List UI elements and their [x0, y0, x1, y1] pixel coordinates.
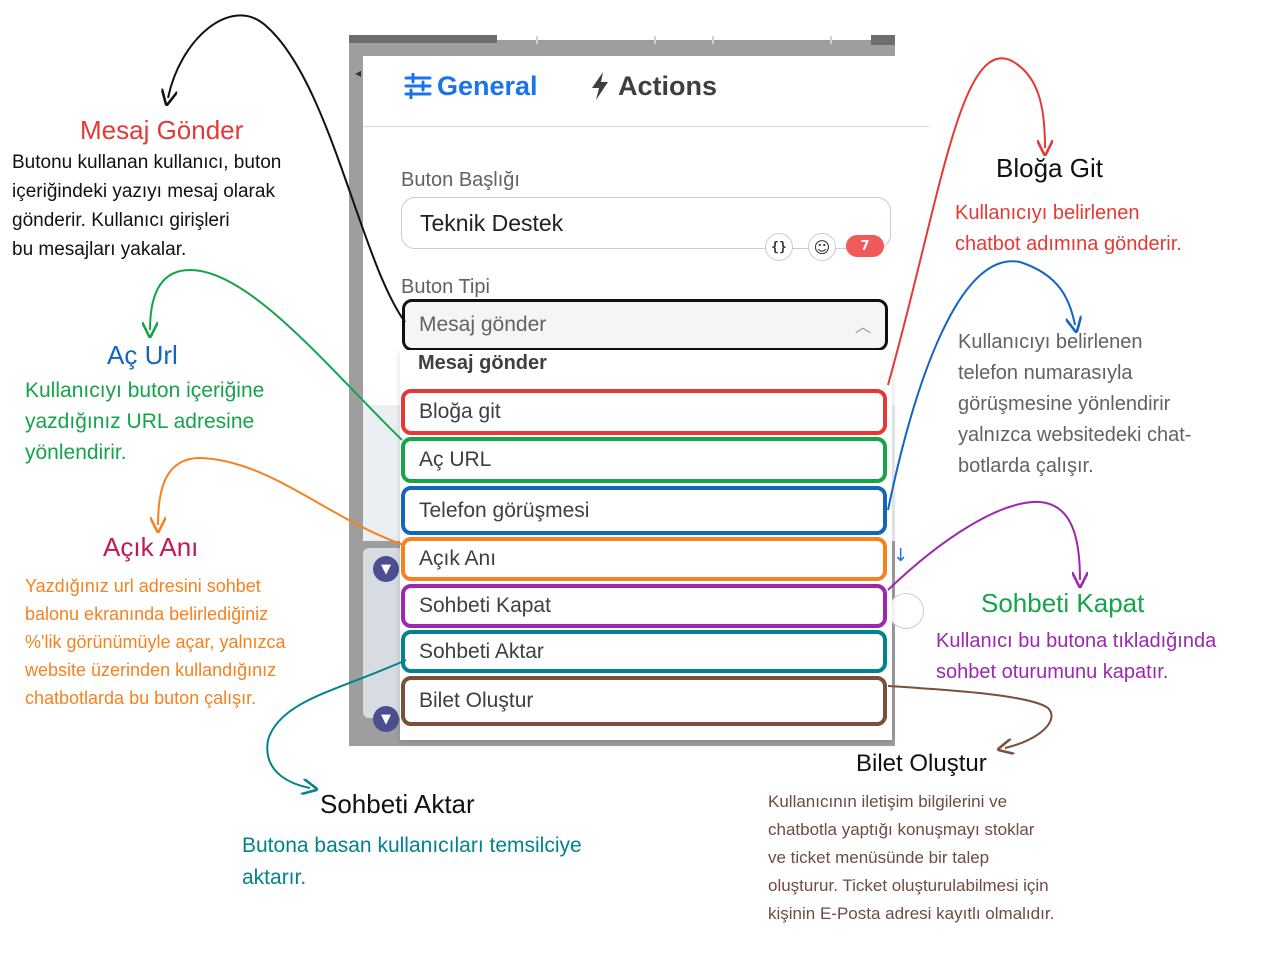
variables-icon[interactable]: {} — [765, 233, 793, 261]
annotation-line: chatbotla yaptığı konuşmayı stoklar — [768, 820, 1035, 839]
option-label: Açık Anı — [419, 547, 497, 570]
annotation-line: Kullanıcının iletişim bilgilerini ve — [768, 792, 1008, 811]
annotation-sohbeti-aktar-title: Sohbeti Aktar — [320, 789, 475, 819]
option-label: Bilet Oluştur — [419, 689, 534, 712]
option-label: Telefon görüşmesi — [419, 498, 590, 522]
char-count-badge: 7 — [846, 235, 884, 257]
option-bloga-git[interactable]: Bloğa git — [401, 389, 887, 435]
annotation-line: oluşturur. Ticket oluşturulabilmesi için — [768, 876, 1049, 895]
annotation-line: balonu ekranında belirlediğiniz — [25, 604, 269, 624]
canvas-divider — [654, 36, 656, 44]
emoji-icon[interactable]: ☺ — [808, 233, 836, 261]
annotation-acik-ani-title: Açık Anı — [103, 532, 199, 562]
annotation-line: ve ticket menüsünde bir talep — [768, 848, 990, 867]
annotation-line: chatbot adımına gönderir. — [955, 233, 1182, 255]
annotation-bloga-git-title: Bloğa Git — [996, 153, 1103, 183]
tab-divider — [363, 126, 929, 127]
arrow-telefon — [887, 260, 1075, 511]
annotation-line: website üzerinden kullandığınız — [25, 660, 277, 680]
tab-general[interactable]: General — [403, 66, 538, 106]
dropdown-option-selected[interactable]: Mesaj gönder — [418, 352, 547, 374]
annotation-line: Kullanıcı bu butona tıkladığında — [936, 630, 1217, 652]
annotation-sohbeti-aktar-body: Butona basan kullanıcıları temsilciye ak… — [242, 830, 582, 894]
annotation-line: Yazdığınız url adresini sohbet — [25, 576, 261, 596]
button-title-label: Buton Başlığı — [401, 169, 520, 191]
annotation-mesaj-gonder-title: Mesaj Gönder — [80, 115, 244, 145]
option-telefon-gorusmesi[interactable]: Telefon görüşmesi — [401, 486, 887, 535]
annotation-line: telefon numarasıyla — [958, 362, 1133, 384]
annotation-line: yazdığınız URL adresine — [25, 410, 255, 433]
canvas-toolbar-edge — [349, 35, 497, 43]
canvas-divider — [712, 36, 714, 44]
arrow-sohbeti-kapat — [887, 500, 1080, 591]
button-type-label: Buton Tipi — [401, 276, 490, 298]
option-sohbeti-kapat[interactable]: Sohbeti Kapat — [401, 584, 887, 628]
option-label: Sohbeti Kapat — [419, 594, 551, 617]
button-title-value: Teknik Destek — [420, 209, 564, 236]
arrow-sohbeti-aktar — [266, 659, 407, 788]
annotation-acik-ani-body: Yazdığınız url adresini sohbet balonu ek… — [25, 572, 286, 712]
tab-actions[interactable]: Actions — [590, 66, 717, 106]
annotation-line: bu mesajları yakalar. — [12, 239, 187, 260]
arrow-bloga-git — [887, 57, 1045, 386]
annotation-ac-url-title: Aç Url — [107, 340, 178, 370]
annotation-line: görüşmesine yönlendirir — [958, 393, 1171, 415]
annotation-sohbeti-kapat-body: Kullanıcı bu butona tıkladığında sohbet … — [936, 626, 1216, 688]
annotation-mesaj-gonder-body: Butonu kullanan kullanıcı, buton içeriği… — [12, 148, 281, 264]
option-sohbeti-aktar[interactable]: Sohbeti Aktar — [401, 630, 887, 673]
annotation-line: %'lik görünümüyle açar, yalnızca — [25, 632, 286, 652]
annotation-line: Kullanıcıyı belirlenen — [955, 202, 1140, 224]
collapse-icon[interactable]: ◂ — [355, 66, 362, 80]
option-label: Sohbeti Aktar — [419, 639, 544, 663]
option-bilet-olustur[interactable]: Bilet Oluştur — [401, 676, 887, 726]
annotation-line: kişinin E-Posta adresi kayıtlı olmalıdır… — [768, 904, 1055, 923]
option-label: Bloğa git — [419, 400, 501, 423]
annotation-line: içeriğindeki yazıyı mesaj olarak — [12, 181, 275, 202]
annotation-telefon-body: Kullanıcıyı belirlenen telefon numarasıy… — [958, 327, 1191, 482]
annotation-line: aktarır. — [242, 866, 307, 889]
annotation-bilet-olustur-body: Kullanıcının iletişim bilgilerini ve cha… — [768, 788, 1054, 928]
arrow-ac-url — [150, 268, 403, 441]
annotation-bilet-olustur-title: Bilet Oluştur — [856, 750, 987, 777]
option-label: Aç URL — [419, 448, 492, 471]
annotation-line: chatbotlarda bu buton çalışır. — [25, 688, 257, 708]
option-ac-url[interactable]: Aç URL — [401, 437, 887, 483]
lightning-icon — [592, 72, 608, 100]
arrow-acik-ani — [158, 456, 405, 546]
annotation-ac-url-body: Kullanıcıyı buton içeriğine yazdığınız U… — [25, 375, 264, 468]
download-icon[interactable]: ↓ — [893, 545, 909, 566]
copy-icon-button[interactable] — [888, 593, 924, 629]
annotation-line: Kullanıcıyı belirlenen — [958, 331, 1143, 353]
filter-icon[interactable]: ▼ — [373, 706, 399, 732]
canvas-divider — [830, 36, 832, 44]
annotation-line: sohbet oturumunu kapatır. — [936, 661, 1169, 683]
sliders-icon — [404, 73, 432, 99]
annotation-line: Butona basan kullanıcıları temsilciye — [242, 834, 582, 857]
annotation-line: yalnızca websitedeki chat- — [958, 424, 1192, 446]
chevron-up-icon: ︿ — [854, 319, 871, 336]
annotation-bloga-git-body: Kullanıcıyı belirlenen chatbot adımına g… — [955, 198, 1182, 260]
option-acik-ani[interactable]: Açık Anı — [401, 537, 887, 581]
arrow-mesaj-gonder — [168, 14, 406, 323]
annotation-line: Kullanıcıyı buton içeriğine — [25, 379, 265, 402]
annotation-sohbeti-kapat-title: Sohbeti Kapat — [981, 588, 1145, 618]
tab-general-label: General — [437, 70, 538, 101]
filter-icon[interactable]: ▼ — [373, 556, 399, 582]
button-type-select[interactable]: Mesaj gönder ︿ — [402, 299, 888, 351]
annotation-line: yönlendirir. — [25, 441, 127, 464]
arrow-bilet-olustur — [887, 685, 1053, 748]
button-type-selected: Mesaj gönder — [419, 313, 547, 336]
button-title-input[interactable]: Teknik Destek — [401, 197, 891, 249]
canvas-toolbar-edge — [871, 35, 895, 45]
tab-actions-label: Actions — [618, 70, 718, 101]
canvas-divider — [536, 36, 538, 44]
annotation-line: gönderir. Kullanıcı girişleri — [12, 210, 230, 231]
annotation-line: botlarda çalışır. — [958, 455, 1094, 477]
annotation-line: Butonu kullanan kullanıcı, buton — [12, 152, 282, 173]
